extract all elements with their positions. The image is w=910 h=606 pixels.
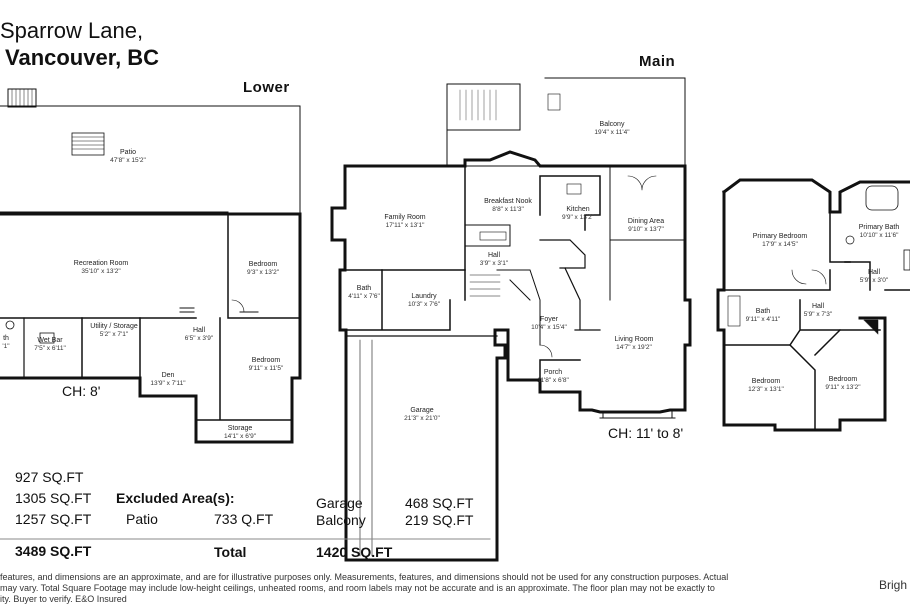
room-label: th'1" [2, 335, 10, 350]
excluded-value: 468 SQ.FT [405, 495, 474, 511]
excluded-title: Excluded Area(s): [116, 490, 235, 506]
area-row: 1257 SQ.FT [15, 511, 92, 527]
lower-level-label: Lower [243, 79, 290, 96]
area-row: 1305 SQ.FT [15, 490, 92, 506]
disclaimer-line: ity. Buyer to verify. E&O Insured [0, 594, 127, 604]
main-level-walls [330, 77, 692, 562]
street-title: Sparrow Lane, [0, 18, 144, 43]
excluded-total-value: 1420 SQ.FT [316, 544, 393, 560]
excluded-name: Balcony [316, 512, 366, 528]
upper-level-walls [716, 178, 910, 432]
excluded-name: Garage [316, 495, 363, 511]
disclaimer-line: may vary. Total Square Footage may inclu… [0, 583, 715, 593]
area-row: 927 SQ.FT [15, 469, 84, 485]
area-total: 3489 SQ.FT [15, 543, 92, 559]
lower-ceiling-height: CH: 8' [62, 383, 101, 399]
excluded-value: 219 SQ.FT [405, 512, 474, 528]
excluded-total-label: Total [214, 544, 247, 560]
excluded-name: Patio [126, 511, 158, 527]
excluded-value: 733 Q.FT [214, 511, 274, 527]
main-level-label: Main [639, 53, 676, 70]
brand-logo-text: Brigh [879, 578, 908, 592]
disclaimer-line: features, and dimensions are an approxim… [0, 572, 729, 582]
city-title: Vancouver, BC [5, 45, 160, 70]
lower-level-walls [0, 88, 302, 444]
main-ceiling-height: CH: 11' to 8' [608, 425, 684, 441]
